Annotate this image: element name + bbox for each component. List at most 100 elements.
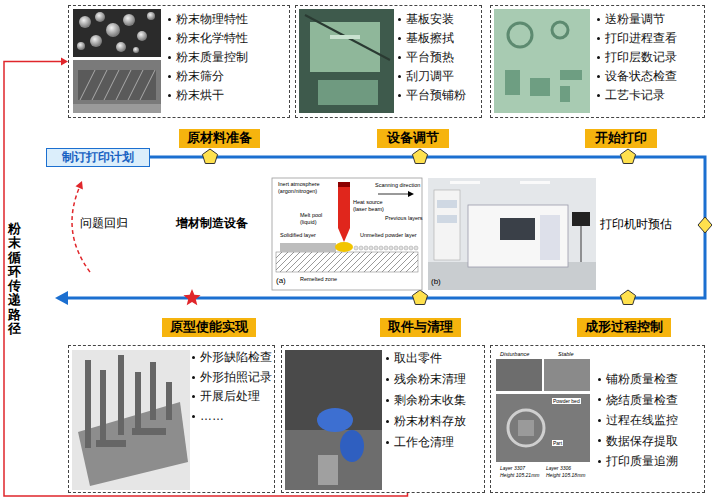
bullet-item: 工作仓清理 bbox=[385, 432, 466, 453]
item-text: 设备状态检查 bbox=[605, 69, 677, 83]
item-text: 工作仓清理 bbox=[394, 435, 454, 449]
equipment-label: 增材制造设备 bbox=[176, 216, 248, 230]
bullet-dot bbox=[386, 378, 389, 381]
stage-label: 取件与清理 bbox=[380, 318, 461, 337]
stage-label: 设备调节 bbox=[377, 129, 449, 148]
item-text: 粉末质量控制 bbox=[176, 50, 248, 64]
item-text: 粉末物理特性 bbox=[176, 12, 248, 26]
bullet-dot bbox=[386, 420, 389, 423]
item-text: 铺粉质量检查 bbox=[606, 372, 678, 386]
item-text: 外形拍照记录 bbox=[200, 370, 272, 384]
part-name: Previous layers bbox=[385, 215, 423, 222]
item-list: 基板安装基板擦拭平台预热刮刀调平平台预铺粉 bbox=[397, 10, 466, 105]
item-text: 数据保存提取 bbox=[606, 434, 678, 448]
bullet-item: 粉末物理特性 bbox=[167, 10, 248, 29]
star-marker bbox=[183, 289, 200, 305]
photo-note: Layer 3306 bbox=[546, 465, 571, 471]
bullet-dot bbox=[168, 18, 171, 21]
bullet-item: 打印进程查看 bbox=[596, 29, 677, 48]
item-text: 平台预铺粉 bbox=[406, 88, 466, 102]
bullet-item: 基板安装 bbox=[397, 10, 466, 29]
stage-label: 开始打印 bbox=[585, 129, 657, 148]
item-text: 外形缺陷检查 bbox=[200, 350, 272, 364]
photo-note: Height 105.18mm bbox=[546, 472, 585, 478]
bullet-item: 取出零件 bbox=[385, 348, 466, 369]
node-text: 设备调节 bbox=[385, 131, 441, 146]
flow-loop bbox=[55, 157, 705, 305]
bullet-item: 平台预热 bbox=[397, 48, 466, 67]
part-name: Solidified layer bbox=[280, 232, 316, 239]
detail-box: 基板安装基板擦拭平台预热刮刀调平平台预铺粉 bbox=[295, 5, 482, 118]
stage-label: 原型使能实现 bbox=[162, 318, 256, 337]
bullet-item: 残余粉末清理 bbox=[385, 369, 466, 390]
bullet-dot bbox=[598, 460, 601, 463]
bullet-item: 粉末烘干 bbox=[167, 86, 248, 105]
monitor-photo bbox=[496, 359, 590, 462]
bullet-dot bbox=[386, 357, 389, 360]
part-name: Scanning direction bbox=[375, 182, 420, 189]
estimate-label: 打印机时预估 bbox=[600, 217, 672, 231]
photo-note: Height 105.21mm bbox=[500, 472, 539, 478]
item-text: 打印进程查看 bbox=[605, 31, 677, 45]
bullet-item: 数据保存提取 bbox=[597, 431, 678, 452]
bullet-dot bbox=[398, 18, 401, 21]
bullet-item: 剩余粉末收集 bbox=[385, 390, 466, 411]
node-text: 原材料准备 bbox=[187, 131, 252, 146]
stage-label: 原材料准备 bbox=[179, 129, 260, 148]
photo-note: Part bbox=[552, 440, 563, 446]
detail-box: 送粉量调节打印进程查看打印层数记录设备状态检查工艺卡记录 bbox=[490, 5, 705, 118]
bullet-item: 粉末筛分 bbox=[167, 67, 248, 86]
sieve-photo bbox=[73, 60, 161, 113]
item-text: …… bbox=[200, 409, 224, 423]
bullet-item: 铺粉质量检查 bbox=[597, 369, 678, 390]
bullet-item: 开展后处理 bbox=[191, 387, 272, 407]
bullet-dot bbox=[598, 398, 601, 401]
bullet-dot bbox=[192, 415, 195, 418]
node-text: 制订打印计划 bbox=[53, 150, 143, 165]
bullet-dot bbox=[398, 37, 401, 40]
bullet-item: 过程在线监控 bbox=[597, 410, 678, 431]
item-list: 送粉量调节打印进程查看打印层数记录设备状态检查工艺卡记录 bbox=[596, 10, 677, 105]
bullet-item: 刮刀调平 bbox=[397, 67, 466, 86]
detail-box: 粉末物理特性粉末化学特性粉末质量控制粉末筛分粉末烘干 bbox=[68, 5, 290, 118]
cleanup-photo bbox=[285, 350, 382, 490]
bullet-dot bbox=[597, 56, 600, 59]
bullet-dot bbox=[192, 376, 195, 379]
powder-photo bbox=[73, 9, 161, 57]
bullet-dot bbox=[386, 399, 389, 402]
bullet-dot bbox=[597, 75, 600, 78]
bullet-item: 烧结质量检查 bbox=[597, 390, 678, 411]
item-list: 取出零件残余粉末清理剩余粉末收集粉末材料存放工作仓清理 bbox=[385, 348, 466, 453]
item-text: 平台预热 bbox=[406, 50, 454, 64]
bullet-dot bbox=[598, 419, 601, 422]
item-list: 外形缺陷检查外形拍照记录开展后处理 …… bbox=[191, 348, 272, 426]
item-list: 粉末物理特性粉末化学特性粉末质量控制粉末筛分粉末烘干 bbox=[167, 10, 248, 105]
bullet-item: 粉末质量控制 bbox=[167, 48, 248, 67]
item-list: 铺粉质量检查烧结质量检查过程在线监控数据保存提取打印质量追溯 bbox=[597, 369, 678, 472]
detail-box: 外形缺陷检查外形拍照记录开展后处理 …… bbox=[68, 345, 275, 493]
item-text: 粉末筛分 bbox=[176, 69, 224, 83]
bullet-dot bbox=[192, 395, 195, 398]
photo-note: Stable bbox=[558, 351, 574, 358]
bullet-dot bbox=[598, 378, 601, 381]
item-text: 残余粉末清理 bbox=[394, 372, 466, 386]
part-name: Unmelted powder layer bbox=[360, 232, 417, 239]
connector-line bbox=[4, 62, 407, 497]
bullet-dot bbox=[386, 441, 389, 444]
bullet-dot bbox=[597, 94, 600, 97]
node-text: 取件与清理 bbox=[388, 320, 453, 335]
bullet-dot bbox=[168, 56, 171, 59]
item-text: 打印层数记录 bbox=[605, 50, 677, 64]
bullet-item: 打印质量追溯 bbox=[597, 451, 678, 472]
photo-note: Disturbance bbox=[500, 351, 529, 358]
bullet-dot bbox=[398, 94, 401, 97]
bullet-dot bbox=[597, 37, 600, 40]
figure-tag: (a) bbox=[276, 276, 286, 286]
item-text: 粉末化学特性 bbox=[176, 31, 248, 45]
item-text: 打印质量追溯 bbox=[606, 454, 678, 468]
return-label: 问题回归 bbox=[80, 216, 128, 230]
arrow-head bbox=[61, 58, 68, 66]
node-text: 开始打印 bbox=[593, 131, 649, 146]
bullet-item: 打印层数记录 bbox=[596, 48, 677, 67]
